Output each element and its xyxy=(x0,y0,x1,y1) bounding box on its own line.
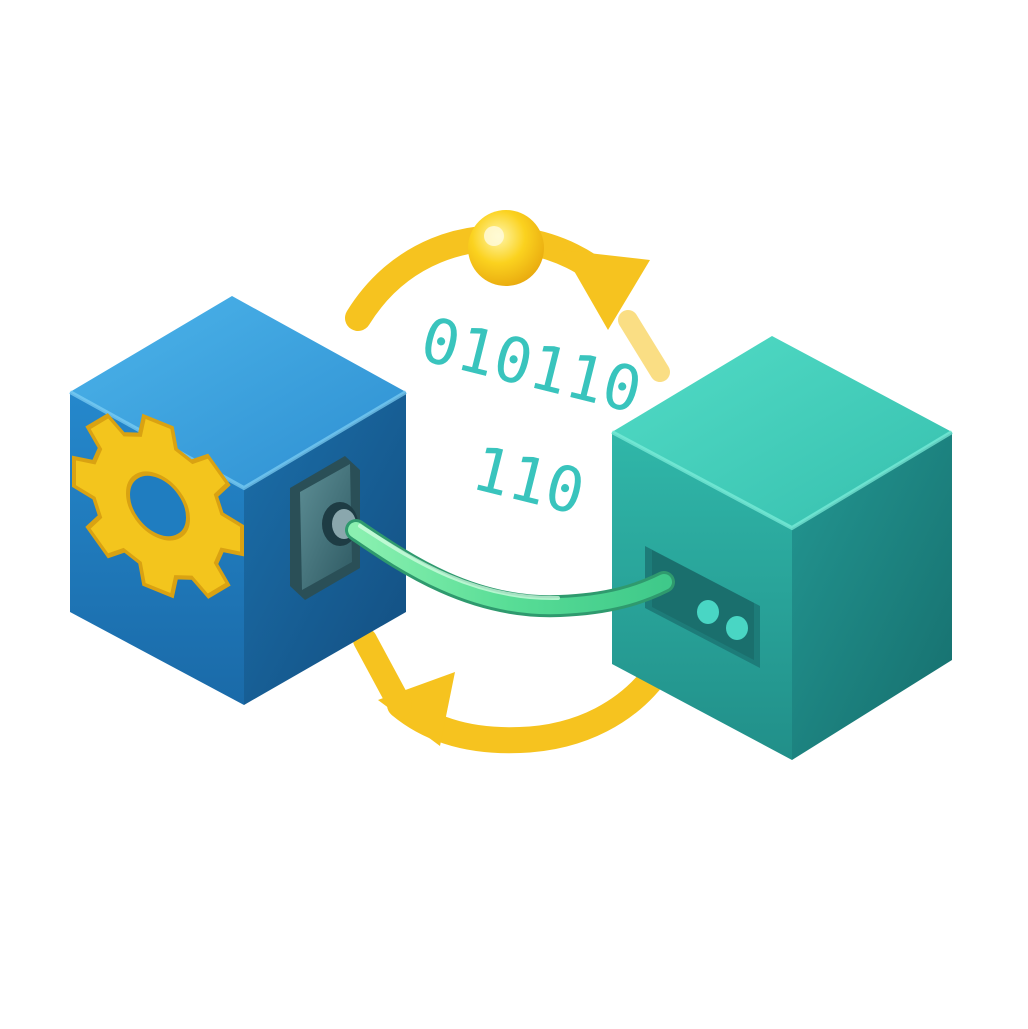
binary-line-1: 010110 xyxy=(414,303,649,428)
connector-port-icon xyxy=(290,456,360,600)
signal-dot-icon xyxy=(468,210,544,286)
binary-line-2: 110 xyxy=(465,431,591,529)
sync-arrow-bottom-icon xyxy=(353,628,673,754)
server-panel xyxy=(645,546,760,668)
cable-icon xyxy=(345,519,675,618)
gear-icon xyxy=(72,413,244,599)
gear-cube-icon xyxy=(69,296,408,705)
server-cube-icon xyxy=(611,336,954,760)
